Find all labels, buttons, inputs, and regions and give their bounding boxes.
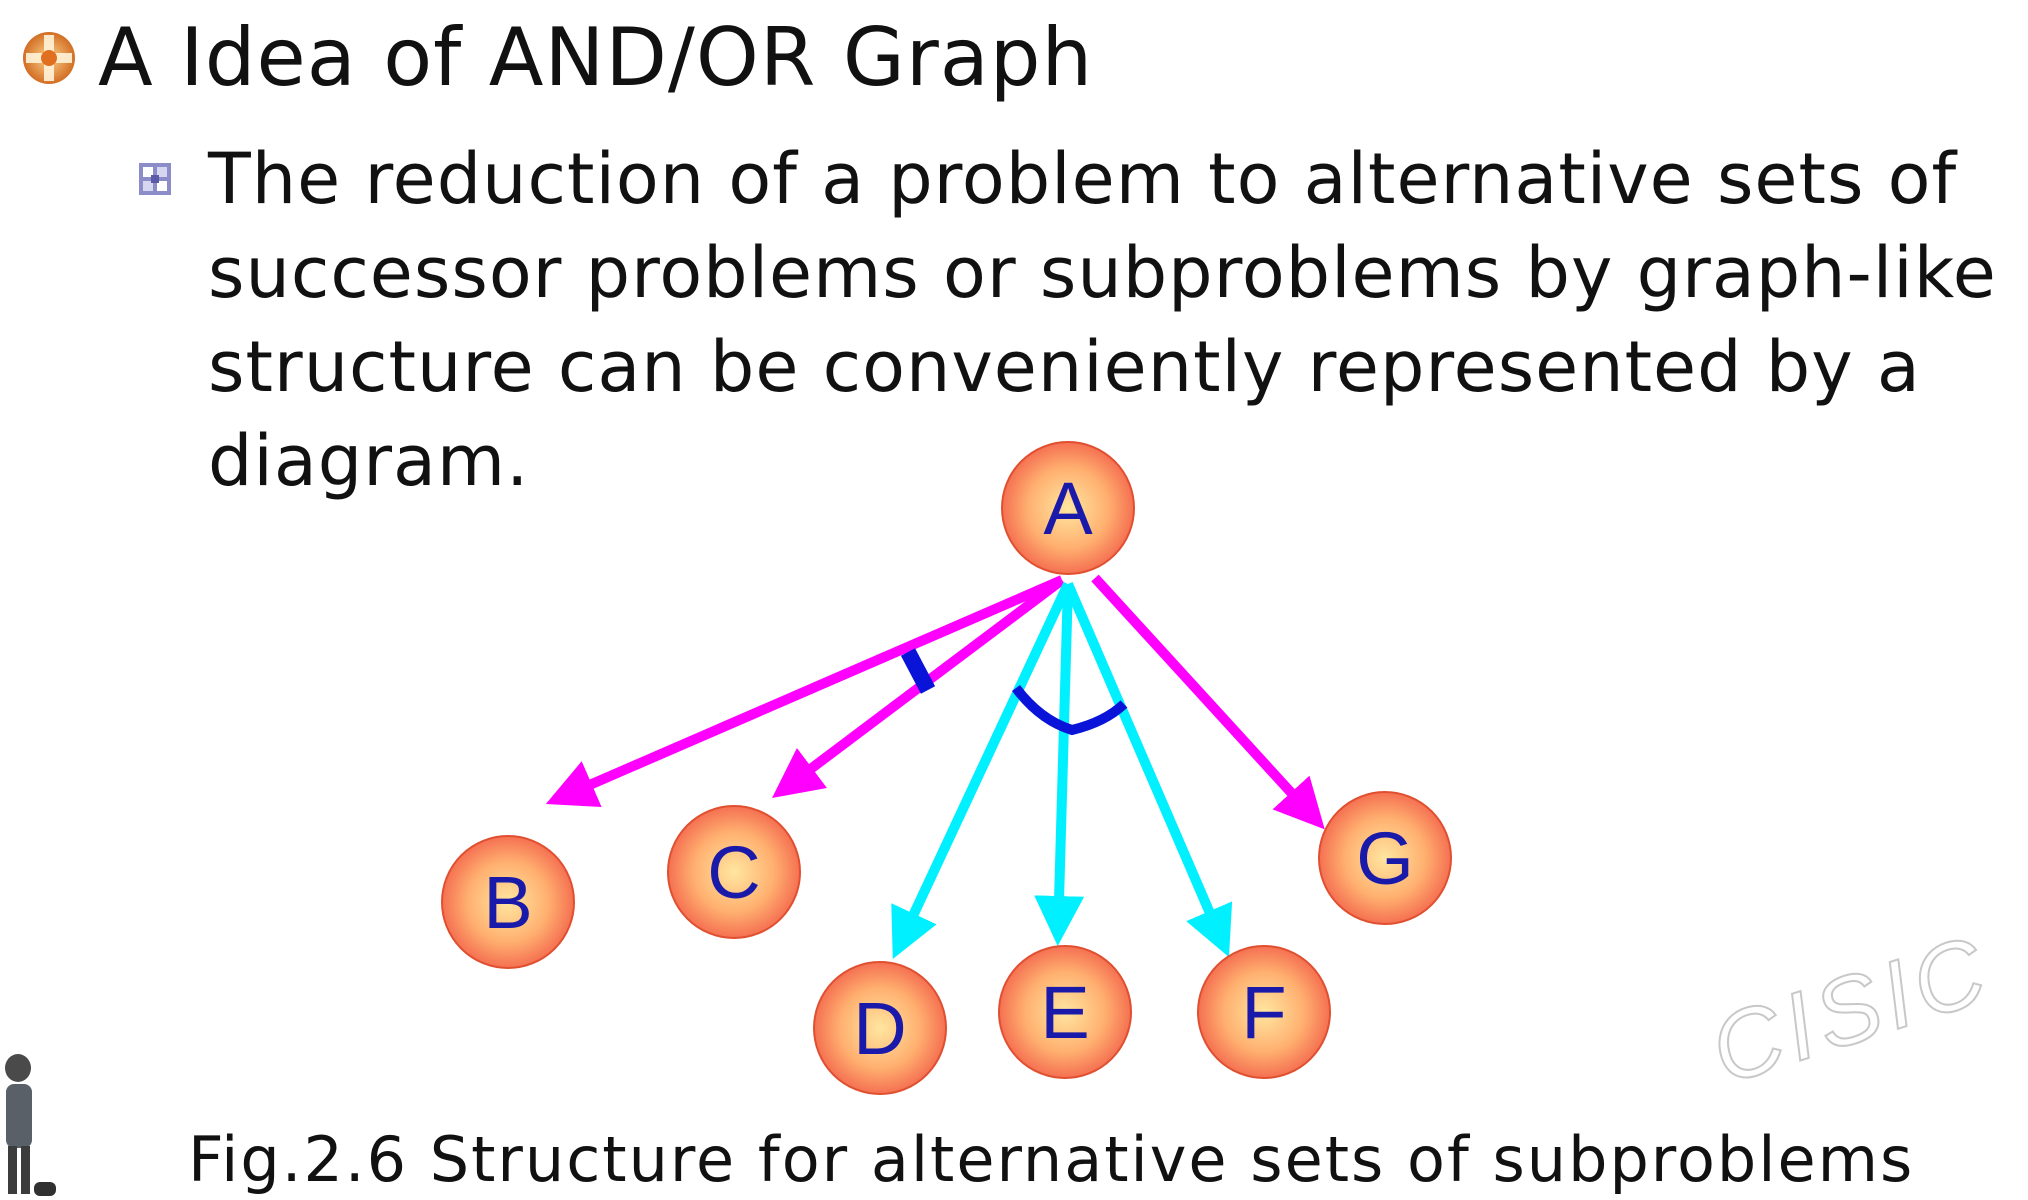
node-label: C [707,831,760,914]
edge-a-d [891,581,1073,960]
bullet-line-2: successor problems or subproblems by gra… [208,232,1997,314]
node-b: B [441,835,575,969]
edge-a-b [545,575,1064,808]
node-label: F [1241,971,1286,1054]
node-label: B [483,861,532,944]
edge-a-f [1063,582,1233,958]
cisic-watermark: CISIC [1698,915,2003,1105]
orange-diamond-bullet-icon [23,32,75,84]
node-label: E [1040,971,1089,1054]
square-bullet-icon [139,163,171,195]
title-row: A Idea of AND/OR Graph [20,8,1093,108]
node-g: G [1318,791,1452,925]
edge-a-g [1091,574,1325,830]
page-title: A Idea of AND/OR Graph [98,11,1094,104]
node-a: A [1001,441,1135,575]
node-f: F [1197,945,1331,1079]
node-label: D [853,987,906,1070]
node-c: C [667,805,801,939]
and-arc-b-c [900,648,936,694]
node-label: G [1356,817,1414,900]
and-arc-d-e-f [1012,684,1128,736]
edge-a-e [1034,583,1085,946]
bullet-line-4: diagram. [208,420,530,502]
bullet-text: The reduction of a problem to alternativ… [208,132,2028,508]
node-d: D [813,961,947,1095]
bullet-line-3: structure can be conveniently represente… [208,326,1921,408]
standing-person-figure-icon [5,1054,56,1196]
bullet-line-1: The reduction of a problem to alternativ… [208,138,1958,220]
node-label: A [1043,467,1093,550]
figure-caption: Fig.2.6 Structure for alternative sets o… [188,1123,1915,1196]
node-e: E [998,945,1132,1079]
